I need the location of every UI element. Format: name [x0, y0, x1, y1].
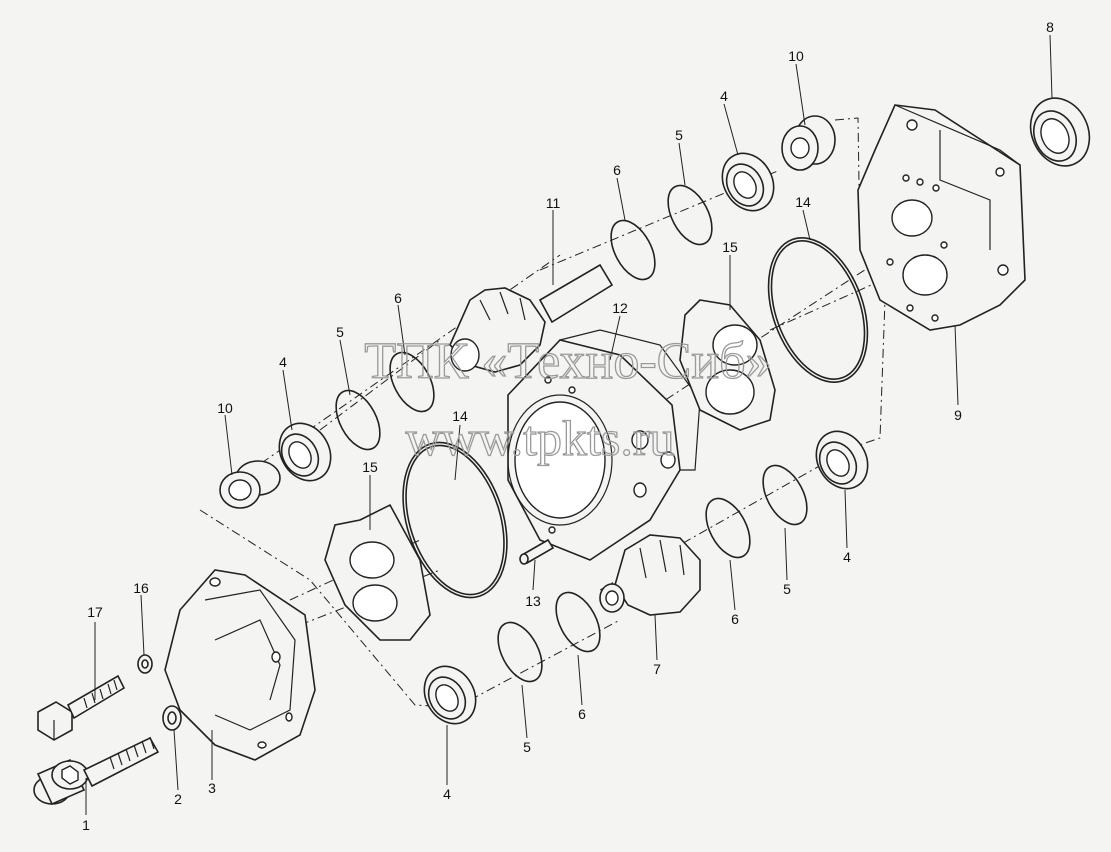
watermark-url: www.tpkts.ru — [406, 410, 675, 466]
callout-10-top: 10 — [788, 48, 804, 64]
callout-13: 13 — [525, 593, 541, 609]
part-2-spring-washer — [162, 705, 182, 731]
part-9-rear-cover — [857, 104, 1026, 331]
part-15-plate-left — [324, 503, 431, 641]
callout-4-right: 4 — [843, 549, 851, 565]
callout-6-bottom: 6 — [578, 706, 586, 722]
part-14-oring-left — [402, 441, 508, 599]
callout-16: 16 — [133, 580, 149, 596]
part-5-ring-top — [667, 184, 713, 246]
callout-17: 17 — [87, 604, 103, 620]
callout-2: 2 — [174, 791, 182, 807]
part-6-ring-right — [705, 497, 751, 559]
callout-6-left: 6 — [394, 290, 402, 306]
callout-10-left: 10 — [217, 400, 233, 416]
part-6-ring-left-upper — [389, 351, 435, 413]
leader-lines — [85, 34, 1053, 815]
part-10-bushing-left — [219, 460, 281, 509]
part-11-drive-gear-shaft — [449, 263, 614, 373]
callout-4-left: 4 — [279, 354, 287, 370]
callout-1: 1 — [82, 817, 90, 833]
part-3-front-cover — [164, 569, 316, 761]
callout-7: 7 — [653, 661, 661, 677]
callout-6-top: 6 — [613, 162, 621, 178]
callout-15-right: 15 — [722, 239, 738, 255]
flange-bolt-holes — [886, 174, 948, 322]
part-4-bearing-top — [721, 152, 775, 212]
callout-11: 11 — [546, 195, 561, 211]
part-7-driven-gear — [599, 534, 701, 616]
part-5-ring-left-upper — [335, 389, 381, 451]
callout-5-top: 5 — [675, 127, 683, 143]
callout-15-left: 15 — [362, 459, 378, 475]
part-4-bearing-right — [815, 430, 869, 490]
part-5-ring-right — [762, 464, 808, 526]
part-6-ring-bottom — [555, 591, 601, 653]
part-4-bearing-left-upper — [278, 422, 332, 482]
callout-8: 8 — [1046, 19, 1054, 35]
part-5-ring-bottom — [497, 621, 543, 683]
watermark-company: ТПК «Техно-Сиб» — [364, 333, 771, 390]
callout-5-left: 5 — [336, 324, 344, 340]
part-1-socket-screw — [33, 736, 160, 806]
part-14-oring-right — [767, 237, 869, 383]
callout-14-right: 14 — [795, 194, 811, 210]
callout-4-bottom: 4 — [443, 786, 451, 802]
callout-labels: 1 2 3 4 5 6 7 6 5 4 13 17 16 15 14 10 4 … — [82, 19, 1054, 833]
part-12-pump-body — [507, 329, 701, 561]
watermark: ТПК «Техно-Сиб» www.tpkts.ru — [364, 332, 773, 466]
part-8-end-bearing — [1029, 97, 1091, 167]
part-10-bushing-top — [781, 115, 836, 171]
callout-5-right: 5 — [783, 581, 791, 597]
part-17-hex-bolt — [37, 674, 126, 741]
callout-4-top: 4 — [720, 88, 728, 104]
callout-3: 3 — [208, 780, 216, 796]
callout-6-right: 6 — [731, 611, 739, 627]
callout-5-bottom: 5 — [523, 739, 531, 755]
callout-14-left: 14 — [452, 408, 468, 424]
part-13-dowel-pin — [519, 538, 555, 565]
part-15-plate-right — [679, 299, 776, 431]
part-6-ring-top — [610, 219, 656, 281]
callout-12: 12 — [612, 300, 628, 316]
part-4-bearing-bottom — [423, 665, 477, 725]
callout-9: 9 — [954, 407, 962, 423]
part-16-washer — [137, 654, 153, 674]
